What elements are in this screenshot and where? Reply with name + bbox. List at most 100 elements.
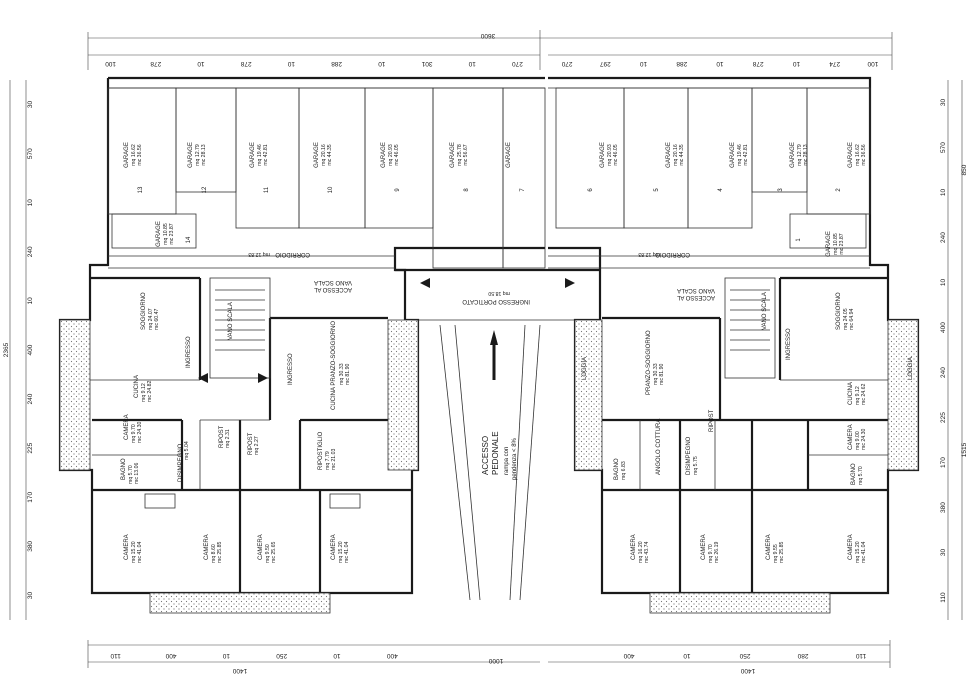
accesso-vano-left: ACCESSO AL (313, 286, 352, 292)
garage-number: 6 (588, 188, 594, 192)
bagno-right-mq: mq 5.70 (858, 466, 864, 485)
camera-right-top-mc: mc 24.30 (861, 429, 867, 450)
bagno-left-mc: mc 13.06 (134, 463, 140, 484)
dims-right-side-value: 570 (940, 142, 947, 153)
garage-mc: mc 28.13 (201, 144, 207, 165)
accesso-vano-left-2: VANO SCALA (314, 279, 352, 285)
camera-br2-mq: mq 9.70 (708, 544, 714, 563)
dims-top-right-value: 274 (829, 60, 840, 67)
dims-top-left-value: 278 (150, 60, 161, 67)
dims-right-side-value: 400 (940, 322, 947, 333)
dims-bottom-left-value: 400 (165, 652, 176, 659)
corridoio-right-mq: mq 12.83 (638, 251, 660, 257)
cucina-left-mq: mq 9.12 (141, 383, 147, 402)
bagno-right-a-mq: mq 6.83 (621, 461, 627, 480)
garage-label: GARAGE (156, 221, 162, 247)
dim-bottom-center: 1000 (488, 657, 503, 664)
cucina-left: CUCINA (134, 375, 140, 398)
garage-label: GARAGE (826, 231, 832, 257)
dims-bottom-left-value: 110 (110, 652, 121, 659)
camera-bl1: CAMERA (124, 534, 130, 560)
pranzo-soggiorno-right-mq: mq 30.33 (653, 363, 659, 385)
pranzo-soggiorno-right: PRANZO-SOGGIORNO (646, 330, 652, 395)
garage-label: GARAGE (314, 142, 320, 168)
corridoio-right-label: CORRIDOIO (655, 251, 690, 257)
camera-bl4: CAMERA (331, 534, 337, 560)
ripostiglio-left: RIPOSTIGLIO (318, 431, 324, 470)
garage-mc: mc 56.67 (463, 144, 469, 165)
garage-label: GARAGE (506, 142, 512, 168)
dims-right-side-value: 170 (940, 457, 947, 468)
garage-number: 13 (138, 186, 144, 193)
garage-mc: mc 23.87 (169, 223, 175, 244)
ripost-left-b-mq: mq 2.27 (254, 436, 260, 455)
garage-mq: mq 10.85 (163, 223, 169, 245)
dims-right-side-value: 110 (940, 592, 947, 603)
cucina-right-mq: mq 9.12 (855, 386, 861, 405)
walls-right-block (548, 76, 920, 614)
soggiorno-left-mc: mc 60.47 (154, 309, 160, 330)
central-entry (198, 268, 600, 601)
ingresso-right: INGRESSO (786, 328, 792, 360)
soggiorno-left-mq: mq 24.07 (148, 308, 154, 330)
pranzo-soggiorno-right-mc: mc 81.90 (659, 364, 665, 385)
dims-top-left-value: 301 (421, 60, 432, 67)
garage-mc: mc 44.35 (679, 144, 685, 165)
dims-bottom-right-value: 400 (623, 652, 634, 659)
garage-mq: mq 19.46 (737, 144, 743, 166)
dims-left-side-value: 240 (27, 393, 34, 404)
dims-right-side-value: 240 (940, 367, 947, 378)
garage-number: 10 (328, 186, 334, 193)
pendenza-label: pendenza < 8% (512, 437, 518, 480)
camera-left-top-mq: mq 9.70 (131, 424, 137, 443)
dim-top-overall: 3600 (480, 32, 495, 39)
garage-mc: mc 36.56 (861, 144, 867, 165)
garage-number: 1 (796, 238, 802, 242)
dims-top-right-value: 10 (716, 60, 724, 67)
cucina-pranzo-left-mc: mc 81.90 (345, 364, 351, 385)
bagno-right-a: BAGNO (614, 458, 620, 480)
dim-bottom-right: 1400 (740, 667, 755, 674)
bagno-left-mq: mq 5.70 (128, 465, 134, 484)
dims-top-right-value: 10 (640, 60, 648, 67)
dims-top-right-value: 100 (867, 60, 878, 67)
garage-label: GARAGE (730, 142, 736, 168)
camera-bl2-mc: mc 25.85 (217, 542, 223, 563)
dims-bottom-right-value: 110 (855, 652, 866, 659)
cucina-pranzo-left-mq: mq 30.33 (339, 363, 345, 385)
dims-right-side-value: 380 (940, 502, 947, 513)
dims-bottom-left-value: 400 (387, 652, 398, 659)
dims-top-right-value: 278 (752, 60, 763, 67)
corridoio-left-label: CORRIDOIO (275, 251, 310, 257)
camera-br3-mc: mc 25.85 (779, 542, 785, 563)
vano-scala-left: VANO SCALA (228, 302, 234, 340)
garage-mq: mq 20.16 (673, 144, 679, 166)
dims-left-side-value: 240 (27, 246, 34, 257)
dimension-lines (9, 30, 963, 668)
walls-left-block (58, 76, 546, 614)
bagno-right: BAGNO (851, 463, 857, 485)
dims-left-side-value: 170 (27, 491, 34, 502)
garage-mc: mc 42.81 (263, 144, 269, 165)
garage-label: GARAGE (450, 142, 456, 168)
camera-bl3-mc: mc 25.65 (271, 542, 277, 563)
garage-number: 3 (778, 188, 784, 192)
camera-bl4-mq: mq 15.20 (338, 541, 344, 563)
accesso-vano-right: ACCESSO AL (676, 294, 715, 300)
garage-mq: mq 20.93 (607, 144, 613, 166)
soggiorno-left: SOGGIORNO (141, 292, 147, 330)
garage-number: 4 (718, 188, 724, 192)
dims-top-left-value: 288 (331, 60, 342, 67)
dims-bottom-right-value: 250 (739, 652, 750, 659)
soggiorno-right-mq: mq 24.05 (843, 308, 849, 330)
garage-mc: mc 23.87 (839, 233, 845, 254)
dim-bottom-left: 1400 (232, 667, 247, 674)
disimpegno-left: DISIMPEGNO (178, 443, 184, 482)
garage-mc: mc 28.13 (803, 144, 809, 165)
garage-mq: mq 16.62 (855, 144, 861, 166)
garage-number: 7 (520, 188, 526, 192)
dims-top-left-value: 270 (512, 60, 523, 67)
